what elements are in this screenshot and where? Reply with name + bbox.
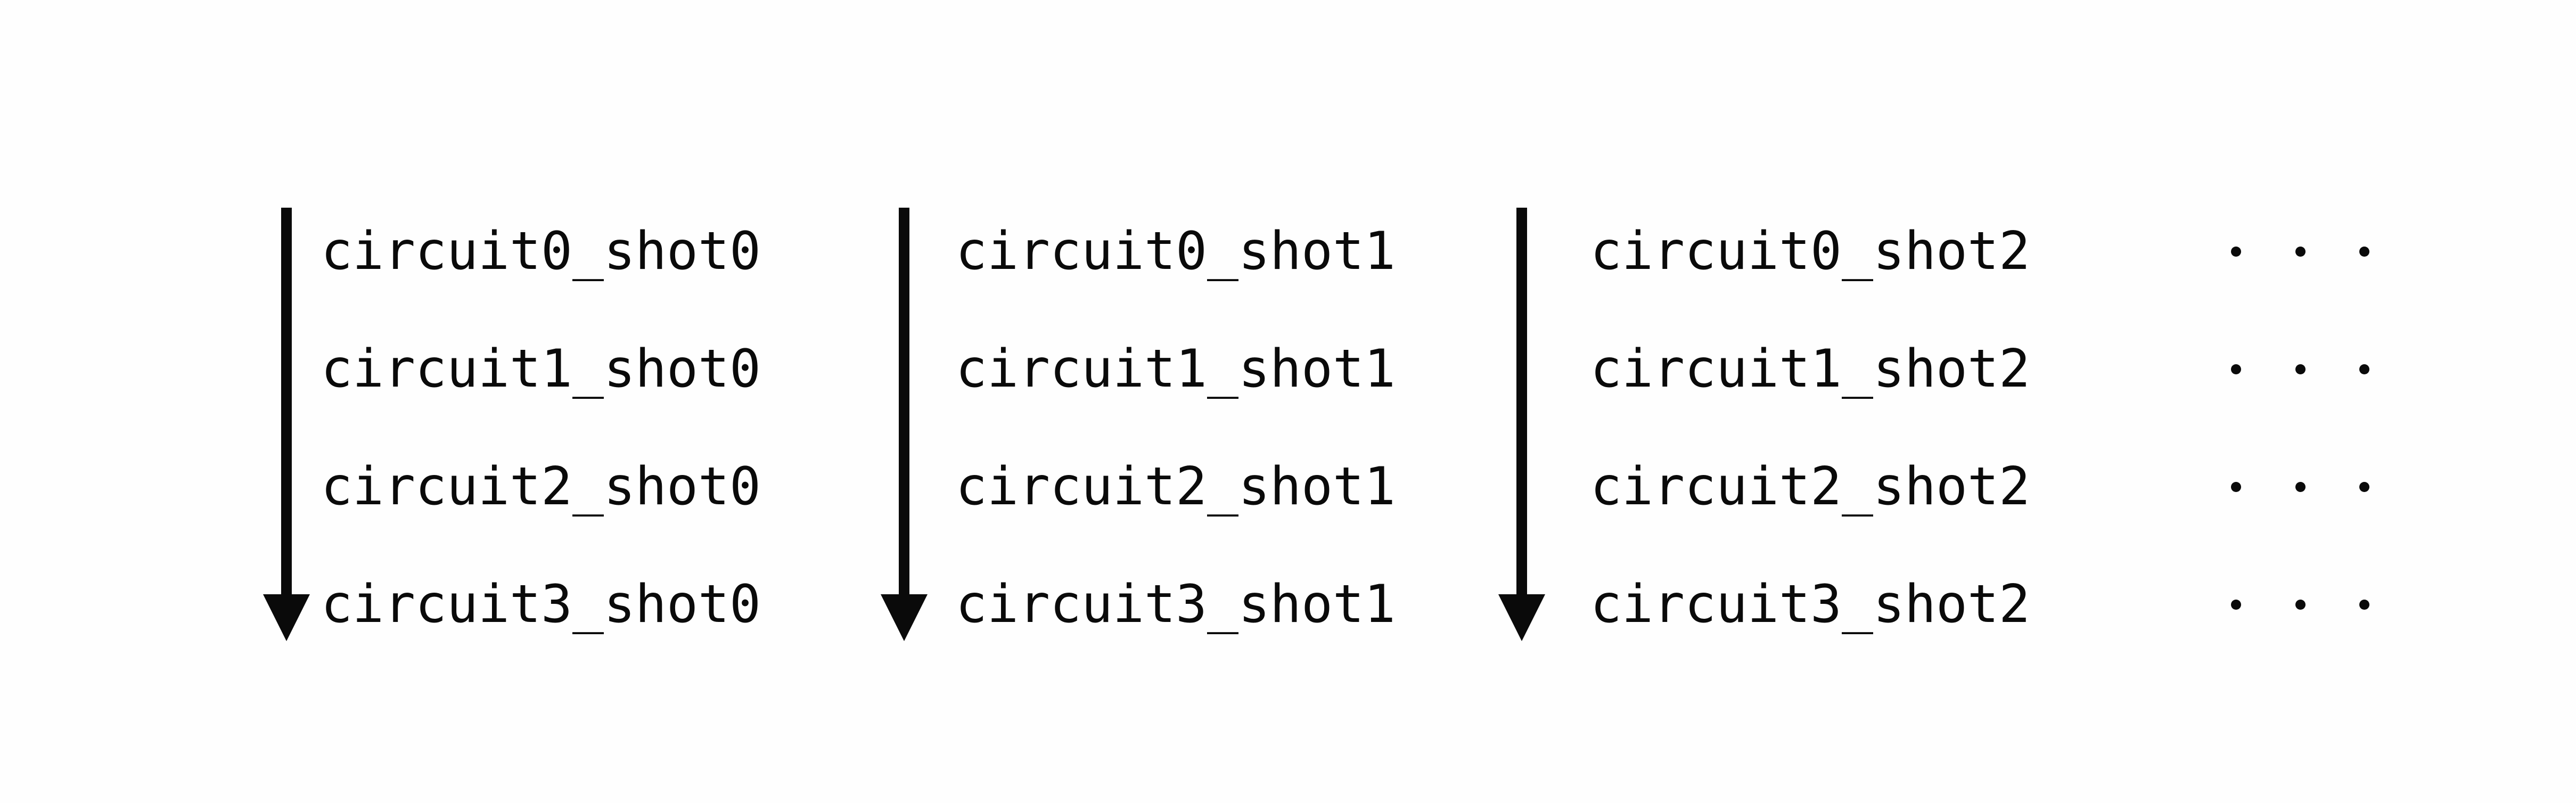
shot-label: circuit1_shot1 xyxy=(956,339,1396,399)
shot-label: circuit2_shot1 xyxy=(956,456,1396,517)
ellipsis-dot xyxy=(2359,364,2369,374)
shot-label: circuit0_shot1 xyxy=(956,221,1396,282)
ellipsis-dot xyxy=(2231,364,2241,374)
down-arrow-icon xyxy=(1498,208,1545,641)
shot-label: circuit3_shot0 xyxy=(321,574,761,635)
down-arrow-icon xyxy=(881,208,928,641)
ellipsis-dots xyxy=(2231,246,2369,257)
ellipsis-dot xyxy=(2231,481,2241,492)
shot-label: circuit3_shot2 xyxy=(1590,574,2031,635)
ellipsis-dot xyxy=(2231,246,2241,257)
ellipsis-dot xyxy=(2359,481,2369,492)
ellipsis-dots xyxy=(2231,481,2369,492)
shot-label: circuit3_shot1 xyxy=(956,574,1396,635)
ellipsis-dot xyxy=(2359,246,2369,257)
shot-label: circuit0_shot0 xyxy=(321,221,761,282)
ellipsis-dot xyxy=(2295,599,2306,610)
down-arrow-icon xyxy=(263,208,310,641)
shot-label: circuit0_shot2 xyxy=(1590,221,2031,282)
ellipsis-dots xyxy=(2231,364,2369,374)
ellipsis-dot xyxy=(2295,246,2306,257)
shot-label: circuit1_shot2 xyxy=(1590,339,2031,399)
ellipsis-dot xyxy=(2295,364,2306,374)
ellipsis-dot xyxy=(2295,481,2306,492)
ellipsis-dot xyxy=(2231,599,2241,610)
shot-label: circuit2_shot2 xyxy=(1590,456,2031,517)
ellipsis-dots xyxy=(2231,599,2369,610)
ellipsis-dot xyxy=(2359,599,2369,610)
shot-label: circuit1_shot0 xyxy=(321,339,761,399)
shot-label: circuit2_shot0 xyxy=(321,456,761,517)
